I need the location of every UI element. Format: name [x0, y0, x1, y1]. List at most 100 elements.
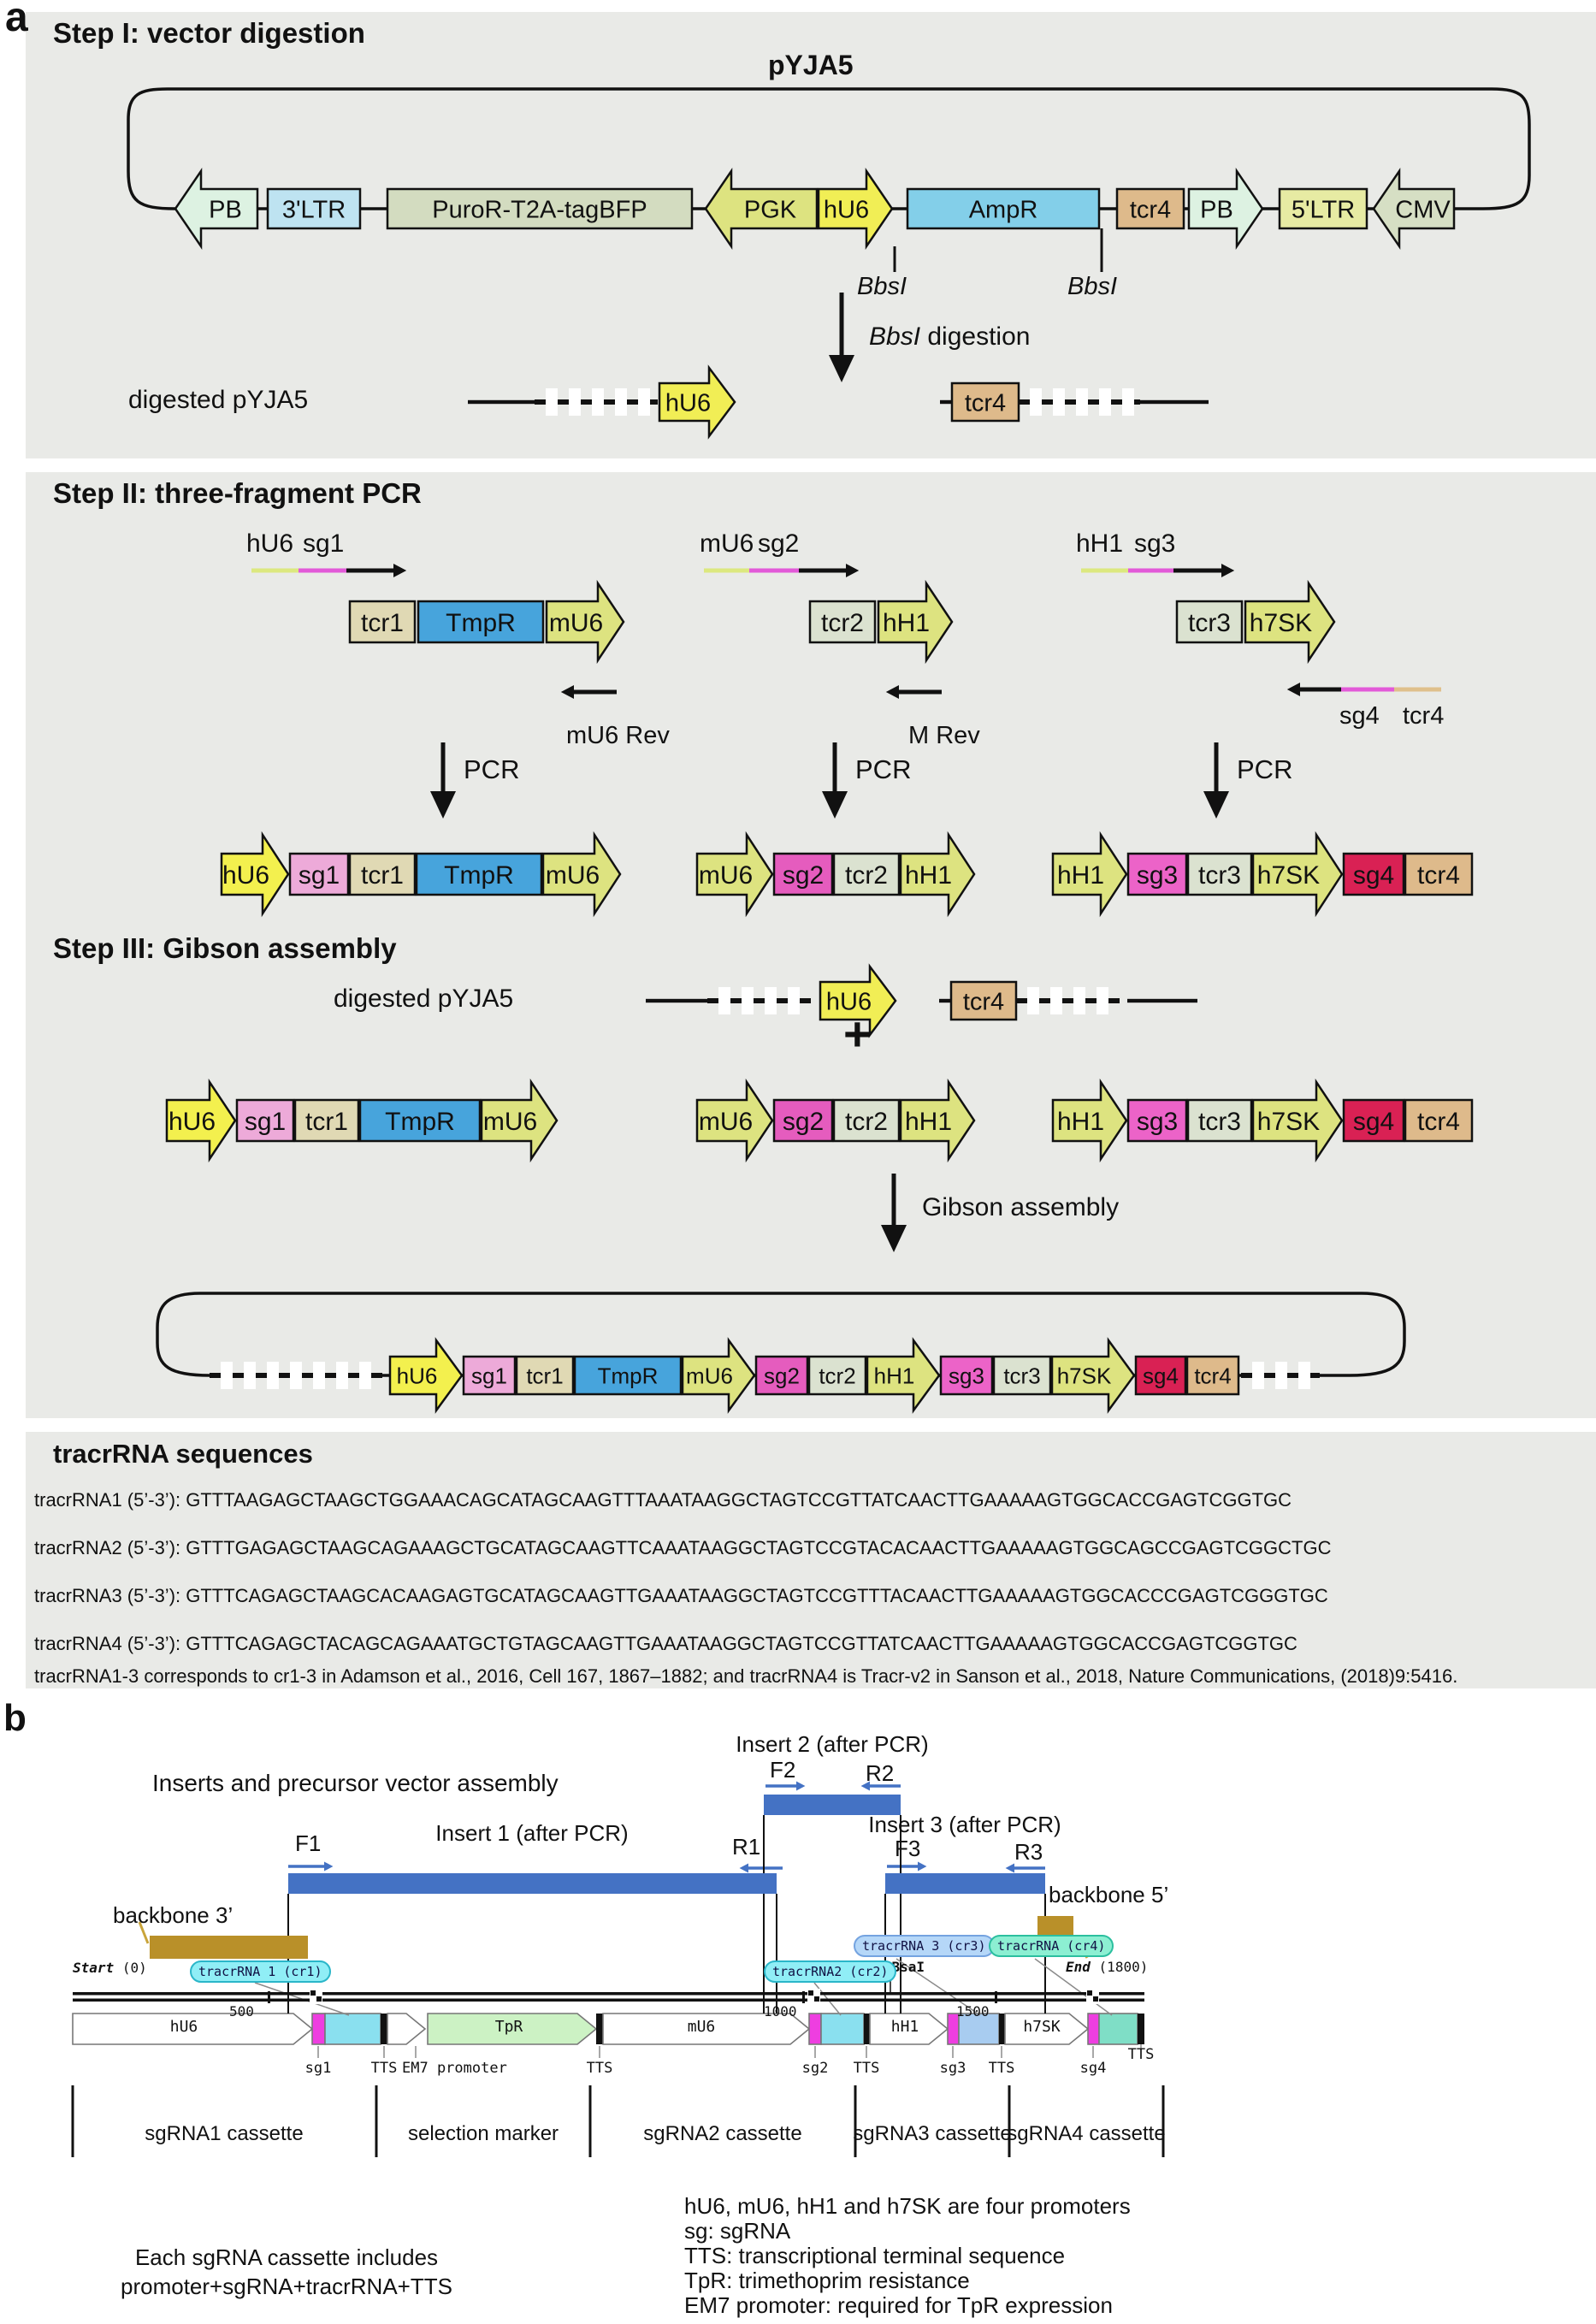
dash-gap — [313, 1362, 325, 1389]
primer-arrowhead — [324, 1861, 334, 1872]
label-sg2: sg2 — [801, 2060, 829, 2077]
template-1-box — [417, 600, 545, 644]
final-map-box — [1185, 1355, 1240, 1396]
primer3-sg-label: sg3 — [1134, 529, 1176, 558]
gene-label: hU6 — [222, 861, 269, 890]
dash-mark — [1310, 1373, 1320, 1378]
gene-label: tcr2 — [819, 1363, 855, 1388]
pcr-label-2: PCR — [855, 754, 912, 784]
fragment-2-box — [772, 1098, 834, 1143]
insert2-bar — [764, 1795, 901, 1815]
primer-arrowhead — [1221, 564, 1235, 577]
dash-mark — [1042, 399, 1053, 405]
product-3-arrow — [1251, 831, 1344, 918]
ruler-break-check — [814, 1996, 819, 2002]
insert1-title: Insert 1 (after PCR) — [435, 1820, 629, 1846]
dash-gap — [1275, 1362, 1287, 1389]
dash-gap — [1252, 1362, 1264, 1389]
primer-segment — [346, 568, 393, 573]
bsai-enzyme: BsaI — [891, 1959, 925, 1975]
cassette-divider — [1162, 2085, 1165, 2157]
dash-mark — [650, 399, 658, 405]
step3-backbone-r-line — [1127, 998, 1197, 1003]
dash-gap — [290, 1362, 302, 1389]
dash-mark — [1065, 399, 1076, 405]
insert1-bar — [288, 1873, 777, 1894]
product-1-arrow — [220, 831, 290, 918]
dash-gap — [1298, 1362, 1310, 1389]
process-arrow-head — [430, 791, 456, 819]
primer-segment — [1081, 568, 1128, 573]
fragment-3-box — [1404, 1098, 1474, 1143]
tracr2-callout: tracrRNA2 (cr2) — [764, 1960, 897, 1983]
legend-line3: TTS: transcriptional terminal sequence — [684, 2243, 1066, 2268]
panel-b-label: b — [3, 1697, 27, 1739]
plasmid-name: pYJA5 — [768, 50, 854, 80]
start-pos: (0) — [121, 1960, 147, 1976]
process-arrow-head — [822, 791, 848, 819]
dash-mark — [302, 1373, 313, 1378]
ruler-line-top — [73, 1992, 1144, 1996]
tracr-seq3: tracrRNA3 (5’-3’): GTTTCAGAGCTAAGCACAAGA… — [34, 1585, 1328, 1606]
dash-gap — [1050, 987, 1062, 1014]
digestion-enzyme: BbsI — [869, 322, 921, 351]
primer-segment — [887, 1865, 918, 1868]
gene-label: sg2 — [783, 861, 824, 890]
b-track-arrow — [72, 2013, 314, 2045]
note-line1: Each sgRNA cassette includes — [134, 2244, 439, 2270]
product-2-box — [772, 852, 834, 896]
label-sg3: sg3 — [939, 2060, 966, 2077]
step3-backbone-r-box — [949, 980, 1018, 1021]
dash-gap — [267, 1362, 279, 1389]
ruler-tick-1500: 1500 — [956, 2003, 990, 2019]
step1-map-arrow — [1372, 167, 1456, 251]
template-2-arrow — [877, 579, 954, 665]
b-track-box — [596, 2014, 603, 2044]
final-map-arrow — [388, 1337, 464, 1414]
panel-a-label: a — [5, 0, 28, 40]
template-3-arrow — [1244, 579, 1336, 665]
dash-mark — [1241, 1373, 1252, 1378]
gene-label: mU6 — [686, 1363, 733, 1388]
gene-label: tcr3 — [1198, 1108, 1241, 1136]
dash-mark — [1264, 1373, 1275, 1378]
dash-mark — [371, 1373, 382, 1378]
tracr-footnote: tracrRNA1-3 corresponds to cr1-3 in Adam… — [34, 1665, 1458, 1687]
dash-gap — [1053, 388, 1065, 416]
step1-panel — [26, 12, 1596, 458]
dash-mark — [581, 399, 592, 405]
backbone5-bar — [1037, 1916, 1073, 1936]
b-track-arrow — [869, 2013, 949, 2045]
digested-left-arrow — [658, 364, 736, 440]
step1-map-box — [1278, 187, 1368, 230]
primer-arrowhead — [393, 564, 407, 577]
dash-mark — [1287, 1373, 1298, 1378]
fragment-3-box — [1342, 1098, 1405, 1143]
primer-segment — [288, 1865, 324, 1868]
gene-label: hU6 — [665, 389, 711, 417]
ruler-tick — [995, 1991, 997, 2003]
process-arrow-shaft — [440, 742, 446, 791]
primer2-sg-label: sg2 — [758, 529, 800, 558]
gene-label: PB — [209, 196, 242, 223]
ruler-break-check — [1087, 1990, 1092, 1996]
gene-label: mU6 — [699, 1108, 753, 1136]
gene-label: tcr2 — [845, 861, 888, 890]
gene-label: tcr1 — [361, 861, 404, 890]
b-track-box — [324, 2013, 381, 2045]
cassette-divider — [1008, 2085, 1011, 2157]
primer3-promoter-label: hH1 — [1076, 529, 1124, 558]
ruler-tick-500: 500 — [229, 2003, 254, 2019]
gene-label: h7SK — [1250, 609, 1312, 637]
backbone3-bar — [150, 1936, 308, 1959]
rev-primer2-label: M Rev — [908, 722, 980, 749]
dash-gap — [788, 987, 800, 1014]
gene-label: tcr4 — [1194, 1363, 1231, 1388]
gene-mU6: mU6 — [687, 2018, 716, 2036]
dash-gap — [244, 1362, 256, 1389]
product-1-box — [415, 852, 543, 896]
step3-backbone-l-arrow — [819, 963, 897, 1038]
gene-label: mU6 — [546, 861, 600, 890]
fragment-2-arrow — [899, 1078, 976, 1163]
